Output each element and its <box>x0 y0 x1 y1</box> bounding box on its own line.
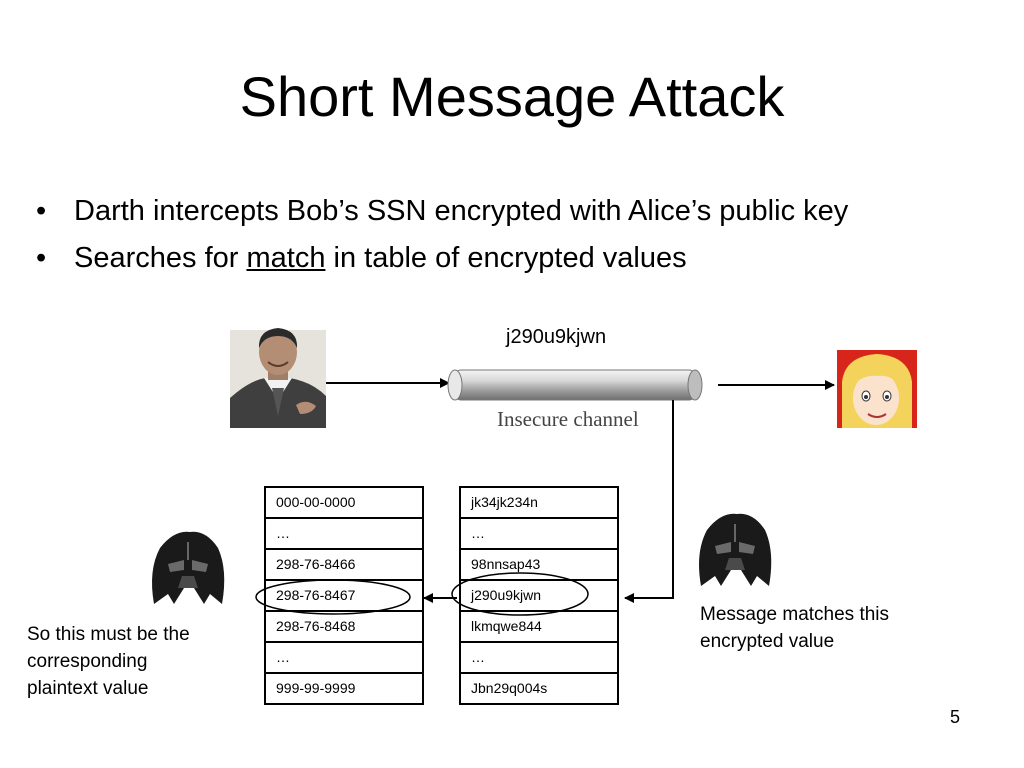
table-cell: … <box>266 643 422 674</box>
note-line: Message matches this <box>700 604 890 625</box>
bullet-text: Searches for <box>74 242 247 274</box>
note-line: corresponding <box>27 651 148 672</box>
note-line: So this must be the <box>27 624 190 645</box>
slide-title: Short Message Attack <box>239 65 785 128</box>
note-line: encrypted value <box>700 631 835 652</box>
table-cell: j290u9kjwn <box>461 581 617 612</box>
underlined-word: match <box>246 242 326 274</box>
page-number: 5 <box>950 707 961 727</box>
table-cell: Jbn29q004s <box>471 680 548 696</box>
intercept-arrow <box>624 400 674 603</box>
ciphertext-label: j290u9kjwn <box>506 326 607 348</box>
table-cell: 298-76-8467 <box>266 581 422 612</box>
plaintext-table: 000-00-0000 … 298-76-8466 298-76-8467 29… <box>264 486 424 705</box>
table-cell: lkmqwe844 <box>461 612 617 643</box>
insecure-channel-pipe <box>447 369 703 401</box>
table-cell: 98nnsap43 <box>461 550 617 581</box>
table-cell: … <box>266 519 422 550</box>
table-cell: … <box>461 519 617 550</box>
table-cell: jk34jk234n <box>461 488 617 519</box>
match-note: Message matches this encrypted value <box>700 601 889 655</box>
note-line: plaintext value <box>27 678 149 699</box>
plaintext-note: So this must be the corresponding plaint… <box>27 621 190 702</box>
table-cell: … <box>461 643 617 674</box>
bob-portrait <box>230 328 326 428</box>
ciphertext-table: jk34jk234n … 98nnsap43 j290u9kjwn lkmqwe… <box>459 486 619 705</box>
channel-label: Insecure channel <box>497 407 639 431</box>
bullet-item: Searches for match in table of encrypted… <box>36 235 848 282</box>
table-cell: 999-99-9999 <box>276 680 356 696</box>
darth-vader-icon <box>699 513 772 586</box>
darth-vader-icon <box>152 531 225 604</box>
alice-portrait <box>837 350 917 428</box>
table-cell: 298-76-8466 <box>266 550 422 581</box>
table-cell: 298-76-8468 <box>266 612 422 643</box>
match-circle-ciphertext <box>451 572 589 616</box>
bullet-list: Darth intercepts Bob’s SSN encrypted wit… <box>36 188 848 282</box>
bullet-text: in table of encrypted values <box>325 242 687 274</box>
bullet-item: Darth intercepts Bob’s SSN encrypted wit… <box>36 188 848 235</box>
table-cell: 000-00-0000 <box>266 488 422 519</box>
